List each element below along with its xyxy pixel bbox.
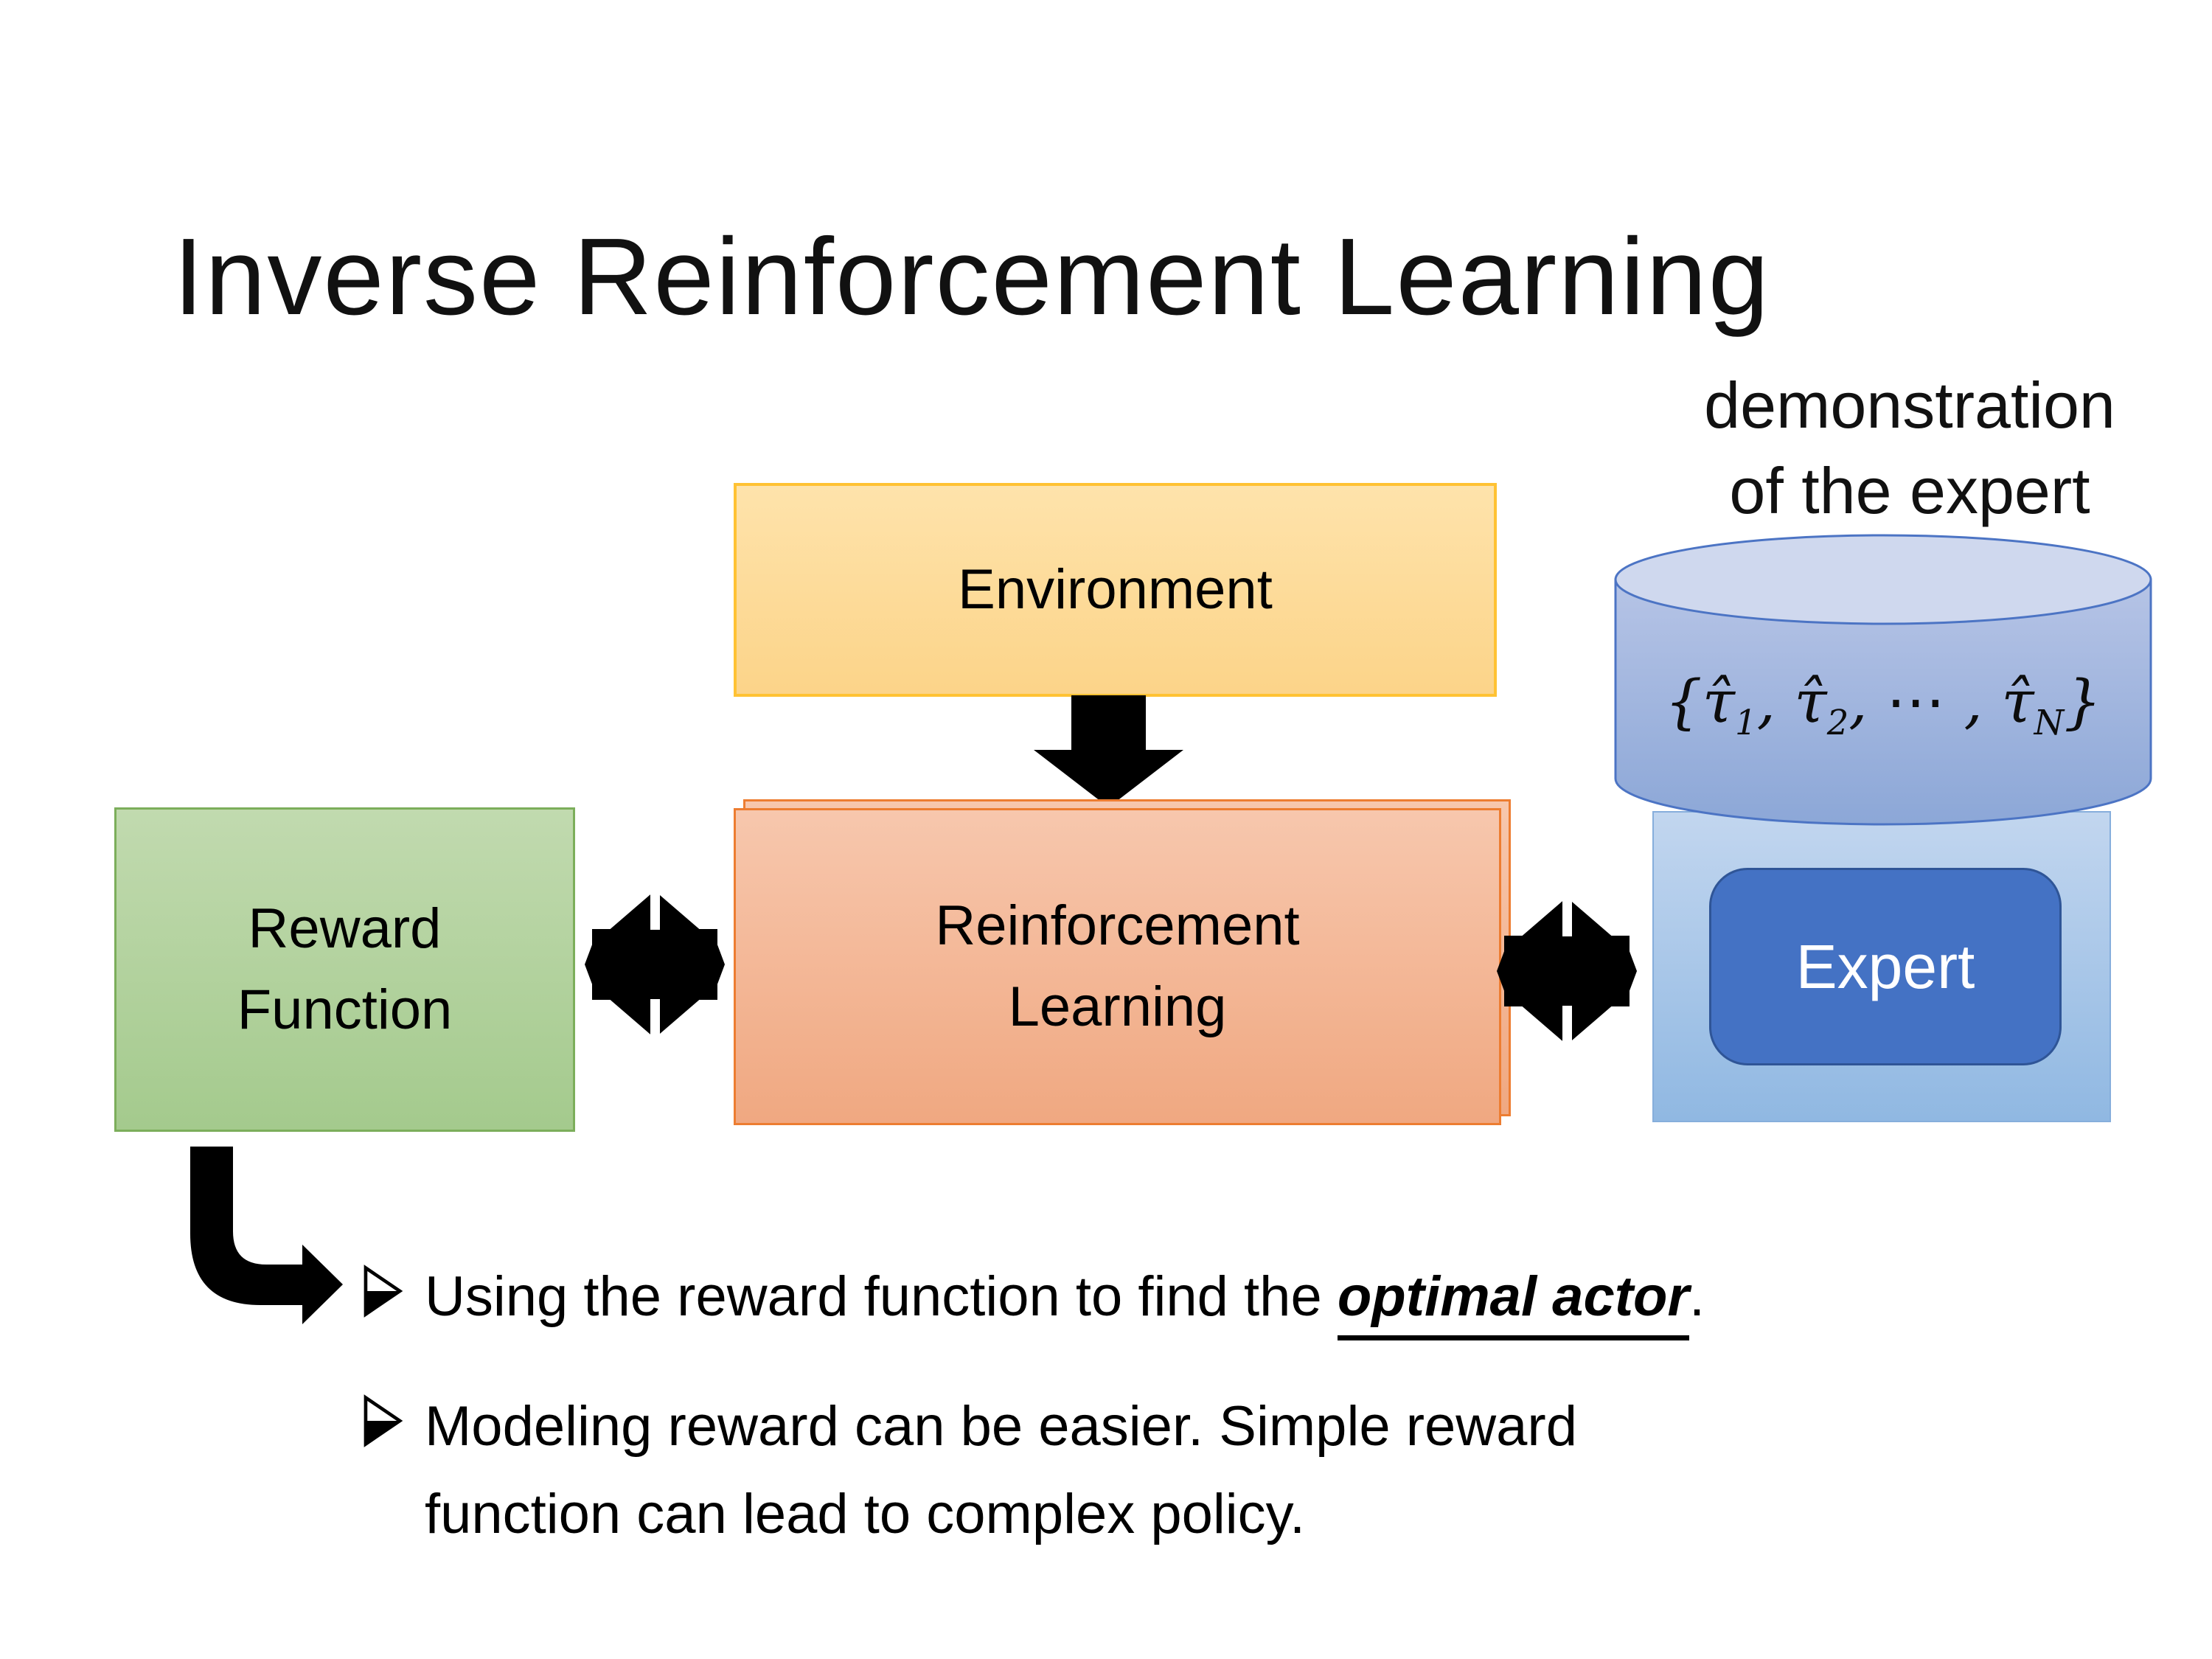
elbow-arrow-icon <box>190 1147 343 1324</box>
demonstration-label: demonstration of the expert <box>1633 363 2186 534</box>
bullet-arrow-icon <box>364 1265 403 1318</box>
bullet-text-1: Using the reward function to find the op… <box>425 1253 1705 1341</box>
exchange-arrow-right-icon <box>1497 897 1637 1045</box>
demonstration-label-line1: demonstration <box>1704 369 2115 442</box>
bullet2-line2: function can lead to complex policy. <box>425 1482 1306 1545</box>
expert-label: Expert <box>1795 931 1975 1001</box>
trajectory-formula: {τ̂1, τ̂2, ⋯ , τ̂N} <box>1664 667 2102 742</box>
reinforcement-learning-box: Reinforcement Learning <box>734 808 1501 1125</box>
bullet-text-2: Modeling reward can be easier. Simple re… <box>425 1383 1577 1558</box>
expert-box: Expert <box>1709 868 2062 1065</box>
bullet-item-2: Modeling reward can be easier. Simple re… <box>363 1383 2132 1558</box>
demonstration-label-line2: of the expert <box>1729 454 2090 528</box>
rl-label-line1: Reinforcement <box>935 894 1300 957</box>
bullet-arrow-icon <box>364 1394 403 1447</box>
demonstration-cylinder-icon <box>1614 534 2152 826</box>
bullet1-before: Using the reward function to find the <box>425 1265 1338 1328</box>
environment-box: Environment <box>734 483 1497 697</box>
reward-function-box: Reward Function <box>114 807 575 1132</box>
bullet2-line1: Modeling reward can be easier. Simple re… <box>425 1395 1578 1458</box>
bullet1-after: . <box>1689 1265 1705 1328</box>
down-arrow-icon <box>1034 695 1183 807</box>
bullet-item-1: Using the reward function to find the op… <box>363 1253 2132 1341</box>
bullet1-highlight: optimal actor <box>1337 1265 1690 1340</box>
slide-title: Inverse Reinforcement Learning <box>173 216 1771 338</box>
environment-label: Environment <box>958 557 1273 621</box>
exchange-arrow-left-icon <box>585 891 725 1038</box>
rl-label-line2: Learning <box>1008 975 1227 1038</box>
reward-label-line2: Function <box>237 978 453 1041</box>
reward-label-line1: Reward <box>248 897 442 960</box>
